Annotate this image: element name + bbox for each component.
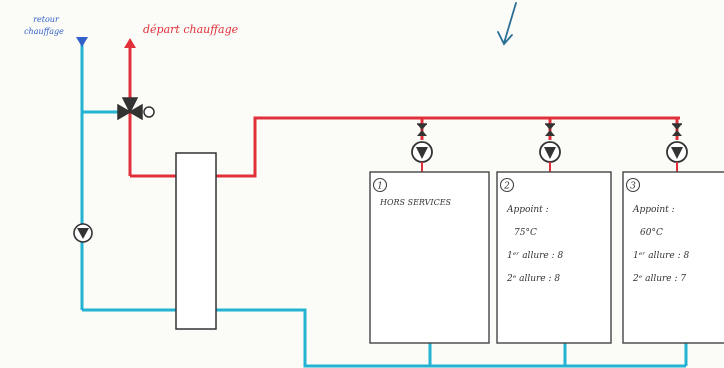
- unit-text-line: 1ᵉʳ allure : 8: [507, 251, 563, 261]
- isolation-valve-icon: [672, 123, 682, 136]
- return-line-label-2: chauffage: [24, 27, 64, 36]
- unit-text-line: 1ᵉʳ allure : 8: [633, 251, 689, 261]
- unit-text-line: HORS SERVICES: [379, 198, 452, 207]
- pump-icon: [411, 141, 433, 163]
- heat-exchanger: [175, 152, 217, 330]
- unit-text-line: 2ᵉ allure : 8: [506, 274, 560, 284]
- unit-number: 3: [630, 182, 636, 192]
- unit-pump-1: [411, 123, 433, 172]
- unit-text-line: 2ᵉ allure : 7: [632, 274, 686, 284]
- unit-text-line: Appoint :: [506, 205, 549, 215]
- unit-pump-3: [666, 123, 688, 172]
- supply-arrow-icon: [124, 38, 136, 48]
- pump-icon: [539, 141, 561, 163]
- return-pump-icon: [73, 223, 93, 243]
- unit-number: 1: [377, 182, 383, 192]
- isolation-valve-icon: [417, 123, 427, 136]
- unit-pump-2: [539, 123, 561, 172]
- return-line-label: retour: [33, 15, 60, 24]
- unit-number-badge: [499, 177, 515, 193]
- unit-pumps: [411, 123, 688, 172]
- return-arrow-icon: [76, 37, 88, 47]
- isolation-valve-icon: [545, 123, 555, 136]
- pump-icon: [666, 141, 688, 163]
- annotation-arrow-icon: [497, 2, 517, 46]
- supply-line-label: départ chauffage: [143, 23, 239, 36]
- return-pipes: [80, 38, 688, 368]
- three-way-valve-icon: [117, 97, 155, 121]
- unit-number: 2: [503, 182, 510, 192]
- unit-text-line: Appoint :: [632, 205, 675, 215]
- unit-text-line: 75°C: [514, 228, 537, 238]
- unit-number-badge: [625, 177, 641, 193]
- unit-text-line: 60°C: [640, 228, 663, 238]
- unit-number-badge: [372, 177, 388, 193]
